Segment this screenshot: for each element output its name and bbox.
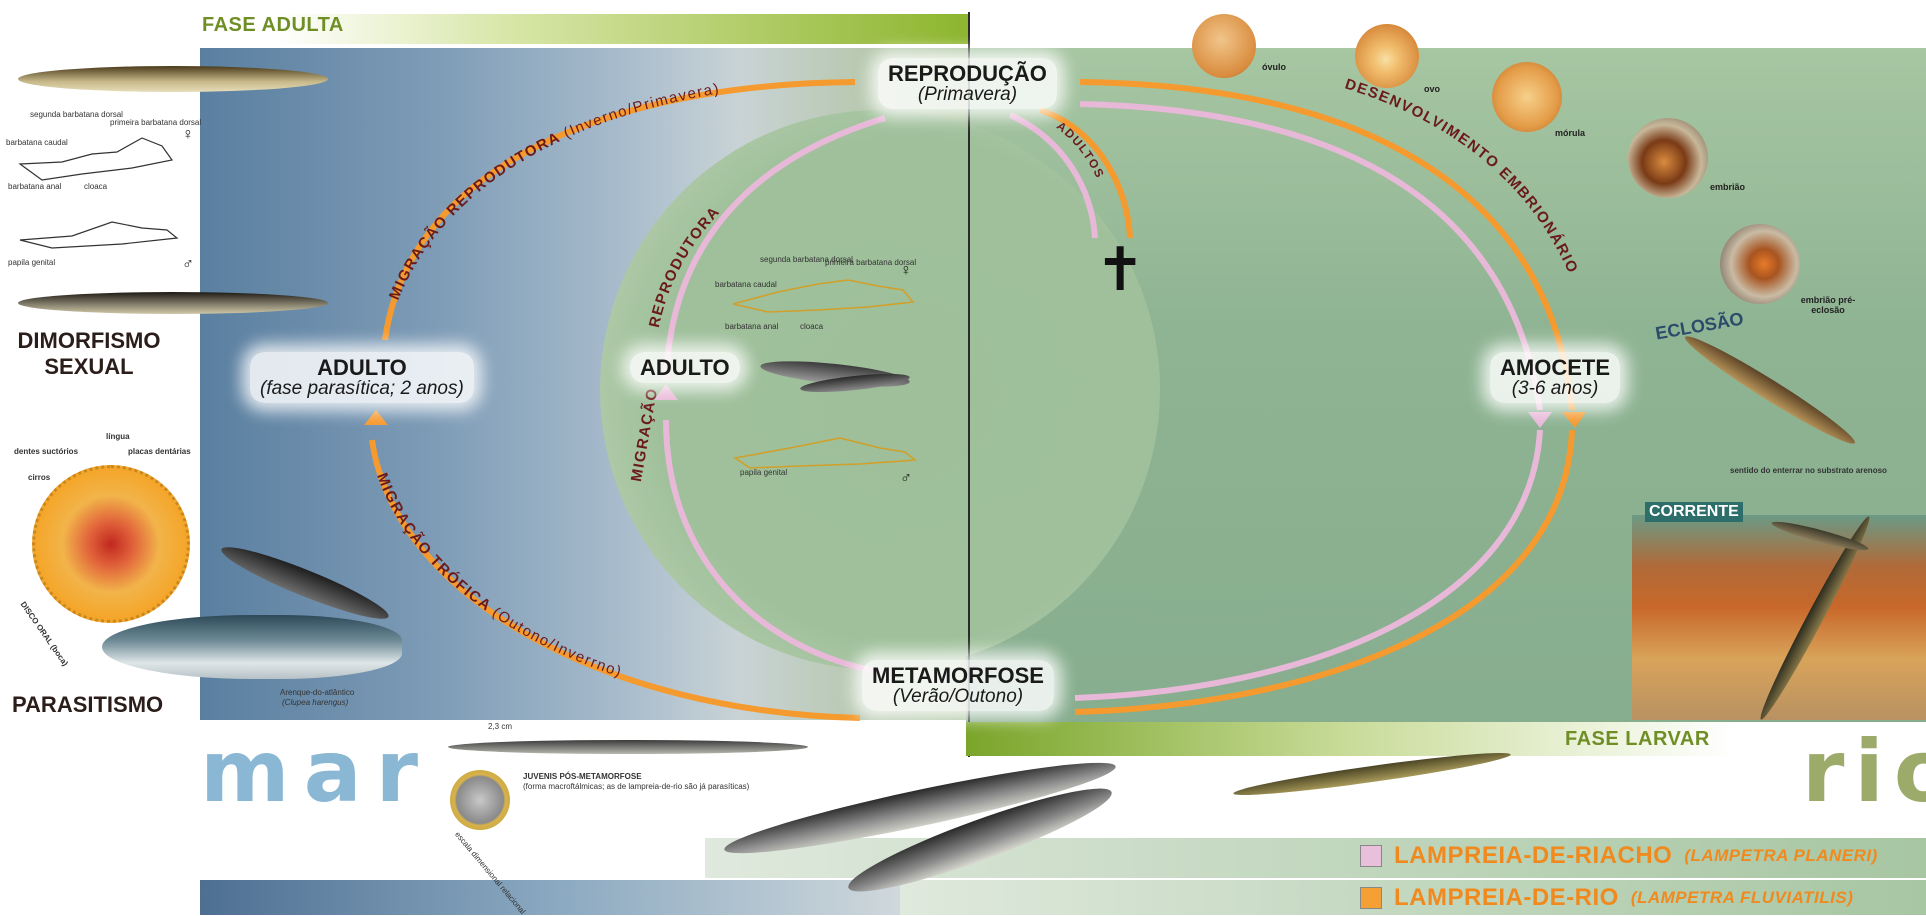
tp-trof-sub: (Outono/Inverrno) bbox=[489, 604, 624, 681]
dev-label-morula: mórula bbox=[1555, 128, 1585, 138]
stage-metamorphosis-name: METAMORFOSE bbox=[872, 664, 1044, 687]
dev-label-egg: ovo bbox=[1424, 84, 1440, 94]
inner-fin-label-caudal: barbatana caudal bbox=[715, 280, 777, 289]
legend-brook-name: LAMPREIA-DE-RIACHO bbox=[1394, 842, 1672, 870]
stage-reproduction-season: (Primavera) bbox=[888, 85, 1047, 105]
inner-female-outline bbox=[728, 262, 918, 322]
current-label: CORRENTE bbox=[1645, 502, 1743, 522]
stage-reproduction-name: REPRODUÇÃO bbox=[888, 62, 1047, 85]
inner-fin-label-anal: barbatana anal bbox=[725, 322, 778, 331]
stage-metamorphosis: METAMORFOSE (Verão/Outono) bbox=[862, 660, 1054, 711]
left-genital-papilla-label: papila genital bbox=[8, 258, 55, 267]
left-fin-label-caudal: barbatana caudal bbox=[6, 138, 68, 147]
death-cross-icon: ✝ bbox=[1095, 240, 1145, 300]
legend-river-latin: (LAMPETRA FLUVIATILIS) bbox=[1631, 888, 1854, 908]
arrow-ammocete-orange bbox=[1562, 412, 1586, 428]
stage-reproduction: REPRODUÇÃO (Primavera) bbox=[878, 58, 1057, 109]
morula-egg bbox=[1492, 62, 1562, 132]
dimorphism-title: DIMORFISMO SEXUAL bbox=[14, 328, 164, 381]
male-lamprey bbox=[18, 292, 328, 314]
legend-brook-swatch bbox=[1360, 845, 1382, 867]
female-lamprey bbox=[18, 66, 328, 92]
mouth-label-tongue: língua bbox=[106, 432, 130, 441]
legend-brook-latin: (LAMPETRA PLANERI) bbox=[1684, 846, 1877, 866]
arrow-adult-up bbox=[364, 410, 388, 425]
stage-metamorphosis-season: (Verão/Outono) bbox=[872, 687, 1044, 707]
ovule-egg bbox=[1192, 14, 1256, 78]
oral-disc bbox=[32, 465, 190, 623]
host-fish-latin: (Clupea harengus) bbox=[282, 698, 348, 707]
mouth-label-cirri: cirros bbox=[28, 473, 50, 482]
parasitism-title: PARASITISMO bbox=[12, 692, 163, 718]
arc-label-inner-reproductive: REPRODUTORA bbox=[646, 203, 724, 329]
left-female-symbol: ♀ bbox=[182, 126, 194, 144]
arc-larval-orange bbox=[1075, 430, 1572, 712]
stage-adult-parasitic: ADULTO (fase parasítica; 2 anos) bbox=[250, 352, 474, 403]
pre-hatching-embryo-egg bbox=[1720, 224, 1800, 304]
legend-river-lamprey: LAMPREIA-DE-RIO (LAMPETRA FLUVIATILIS) bbox=[1360, 884, 1853, 912]
arc-larval-pink bbox=[1075, 430, 1540, 698]
inner-genital-papilla-label: papila genital bbox=[740, 468, 787, 477]
arc-label-trophic-migration: MIGRAÇÃO TRÓFICA (Outono/Inverrno) bbox=[373, 471, 624, 681]
stage-adult-note: (fase parasítica; 2 anos) bbox=[260, 379, 464, 399]
stage-adult-name: ADULTO bbox=[260, 356, 464, 379]
juvenile-note: (forma macroftálmicas; as de lampreia-de… bbox=[523, 782, 749, 791]
inner-male-symbol: ♂ bbox=[900, 470, 912, 488]
host-fish bbox=[102, 615, 402, 679]
dev-label-embryo: embrião bbox=[1710, 182, 1745, 192]
male-fin-outline bbox=[12, 208, 192, 258]
stage-adult-inner: ADULTO bbox=[630, 352, 740, 383]
inner-fin-label-cloaca: cloaca bbox=[800, 322, 823, 331]
stage-ammocete-name: AMOCETE bbox=[1500, 356, 1610, 379]
juvenile-lamprey bbox=[448, 740, 808, 754]
legend-brook-lamprey: LAMPREIA-DE-RIACHO (LAMPETRA PLANERI) bbox=[1360, 842, 1878, 870]
juvenile-scale-label: 2,3 cm bbox=[488, 722, 512, 731]
legend-river-swatch bbox=[1360, 887, 1382, 909]
dev-label-pre-hatching: embrião pré-eclosão bbox=[1798, 296, 1858, 316]
left-fin-label-anal: barbatana anal bbox=[8, 182, 61, 191]
mouth-label-teeth: dentes suctórios bbox=[14, 447, 78, 456]
juvenile-title: JUVENIS PÓS-METAMORFOSE bbox=[523, 772, 642, 781]
stage-ammocete: AMOCETE (3-6 anos) bbox=[1490, 352, 1620, 403]
dev-label-ovule: óvulo bbox=[1262, 62, 1286, 72]
host-fish-name: Arenque-do-atlântico bbox=[280, 688, 354, 697]
legend-river-name: LAMPREIA-DE-RIO bbox=[1394, 884, 1619, 912]
burrow-note: sentido do enterrar no substrato arenoso bbox=[1730, 466, 1887, 475]
arc-inner-reproductive bbox=[666, 118, 885, 380]
tp-repro-sub: (Inverno/Primavera) bbox=[561, 80, 721, 142]
coin-scale-icon bbox=[450, 770, 510, 830]
mouth-label-plates: placas dentárias bbox=[128, 447, 191, 456]
arc-adults-death-orange bbox=[1040, 110, 1130, 238]
inner-female-symbol: ♀ bbox=[900, 262, 912, 280]
stage-ammocete-note: (3-6 anos) bbox=[1500, 379, 1610, 399]
arrow-ammocete-pink bbox=[1528, 412, 1552, 428]
left-male-symbol: ♂ bbox=[182, 256, 194, 274]
egg bbox=[1355, 24, 1419, 88]
dev-label-pre-hatching-text: embrião pré-eclosão bbox=[1798, 296, 1858, 316]
embryo-egg bbox=[1628, 118, 1708, 198]
left-fin-label-cloaca: cloaca bbox=[84, 182, 107, 191]
